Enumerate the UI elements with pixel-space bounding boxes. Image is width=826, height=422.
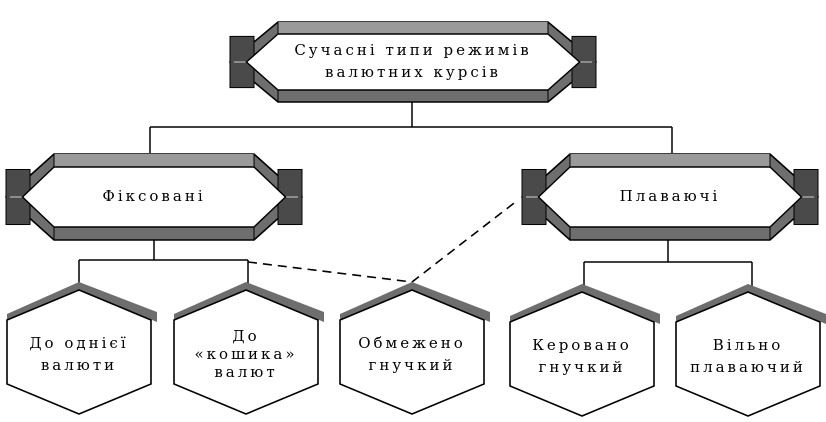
leaf-node-single-label-line: До однієї xyxy=(29,334,128,352)
leaf-node-limited-label: Обмежено гнучкий xyxy=(358,334,466,374)
leaf-node-basket-bevel xyxy=(174,282,324,322)
group-node-floating-label: Плаваючі xyxy=(620,187,721,205)
leaf-node-limited-label-line: Обмежено xyxy=(358,334,466,352)
leaf-node-free-face xyxy=(675,291,821,417)
nodes: Сучасні типи режимів валютних курсівФіксо… xyxy=(4,21,826,417)
root-node: Сучасні типи режимів валютних курсів xyxy=(228,21,598,103)
leaf-node-free-label: Вільно плаваючий xyxy=(690,336,806,376)
leaf-node-limited: Обмежено гнучкий xyxy=(339,282,490,415)
leaf-node-managed-label-line: гнучкий xyxy=(539,358,626,376)
leaf-node-managed-face xyxy=(509,291,655,417)
leaf-node-free-bevel xyxy=(676,284,826,324)
leaf-node-basket-label-line: До xyxy=(232,327,259,345)
group-node-fixed-face xyxy=(21,166,287,228)
leaf-node-basket-label-line: «кошика» xyxy=(194,345,297,363)
leaf-node-managed-label-line: Керовано xyxy=(532,336,632,354)
root-node-bevel-top xyxy=(278,22,548,34)
group-node-fixed-label-line: Фіксовані xyxy=(102,187,205,205)
leaf-node-managed-bevel xyxy=(510,284,660,324)
group-node-floating-face xyxy=(537,166,803,228)
leaf-node-free-label-line: Вільно xyxy=(713,336,784,354)
leaf-node-basket: До«кошика»валют xyxy=(173,282,324,415)
leaf-node-single-label-line: валюти xyxy=(41,356,117,374)
leaf-node-managed: Керовано гнучкий xyxy=(509,284,660,417)
leaf-node-free-label-line: плаваючий xyxy=(690,358,806,376)
leaf-node-limited-label-line: гнучкий xyxy=(369,356,456,374)
leaf-node-free: Вільно плаваючий xyxy=(675,284,826,417)
leaf-node-single-bevel xyxy=(7,282,157,322)
leaf-node-managed-label: Керовано гнучкий xyxy=(532,336,632,376)
group-node-floating-bevel-top xyxy=(570,154,770,167)
leaf-node-single-label: До однієї валюти xyxy=(29,334,128,374)
root-node-face xyxy=(245,33,581,91)
group-node-floating-label-line: Плаваючі xyxy=(620,187,721,205)
root-node-label-line: валютних курсів xyxy=(325,63,501,81)
group-node-fixed-label: Фіксовані xyxy=(102,187,205,205)
group-node-floating: Плаваючі xyxy=(520,153,820,241)
leaf-node-limited-bevel xyxy=(340,282,490,322)
leaf-node-limited-face xyxy=(339,289,485,415)
group-node-fixed-bevel-top xyxy=(54,154,254,167)
root-node-label: Сучасні типи режимів валютних курсів xyxy=(294,41,531,81)
leaf-node-basket-label-line: валют xyxy=(214,363,277,381)
leaf-node-single: До однієї валюти xyxy=(6,282,157,415)
root-node-label-line: Сучасні типи режимів xyxy=(294,41,531,59)
leaf-node-basket-face xyxy=(173,289,319,415)
group-node-fixed: Фіксовані xyxy=(4,153,304,241)
leaf-node-single-face xyxy=(6,289,152,415)
leaf-node-basket-label: До«кошика»валют xyxy=(194,327,297,381)
